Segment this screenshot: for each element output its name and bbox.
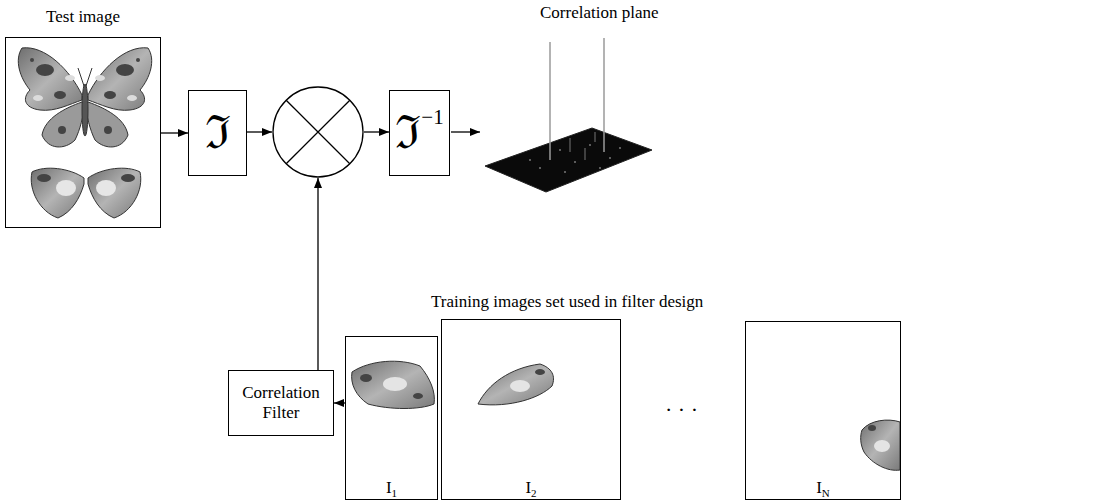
node-label: ℑ — [395, 110, 421, 156]
node-label: I — [525, 479, 531, 496]
node-label-group: ℑ−1 — [390, 91, 449, 175]
node-label-group: Correlation Filter — [229, 371, 333, 435]
fourier-box: ℑ — [188, 90, 247, 176]
signal-arrow — [334, 402, 345, 403]
butterfly-illustration — [18, 48, 151, 147]
training-image-box: I1 — [345, 336, 438, 500]
wings-illustration — [31, 168, 141, 218]
set-caption: Training images set used in filter desig… — [431, 293, 703, 312]
node-label: I — [386, 479, 392, 496]
superscript: −1 — [421, 107, 443, 128]
node-label-group: ℑ — [189, 91, 246, 175]
plot-title: Correlation plane — [540, 4, 659, 23]
node-label: ℑ — [205, 110, 231, 156]
subscript: N — [822, 488, 830, 499]
subscript: 1 — [392, 488, 398, 499]
node-heading: Test image — [6, 8, 160, 25]
node-label: I — [816, 479, 822, 496]
node-label-group: I1 — [346, 479, 437, 496]
wing-illustration — [352, 361, 900, 470]
multiplier-symbol — [273, 87, 363, 177]
signal-arrow — [161, 132, 188, 133]
training-image-box: IN — [745, 321, 901, 500]
correlation-plane — [485, 38, 652, 192]
filter-box: Correlation Filter — [228, 370, 334, 436]
node-label-group: IN — [746, 479, 900, 496]
ellipsis: · · · — [665, 398, 698, 422]
inverse-fourier-box: ℑ−1 — [389, 90, 450, 176]
subscript: 2 — [531, 488, 537, 499]
test-image-box: Test image — [5, 37, 161, 228]
training-image-box: I2 — [441, 319, 621, 500]
node-label: Correlation Filter — [234, 383, 328, 422]
node-label-group: I2 — [442, 479, 620, 496]
